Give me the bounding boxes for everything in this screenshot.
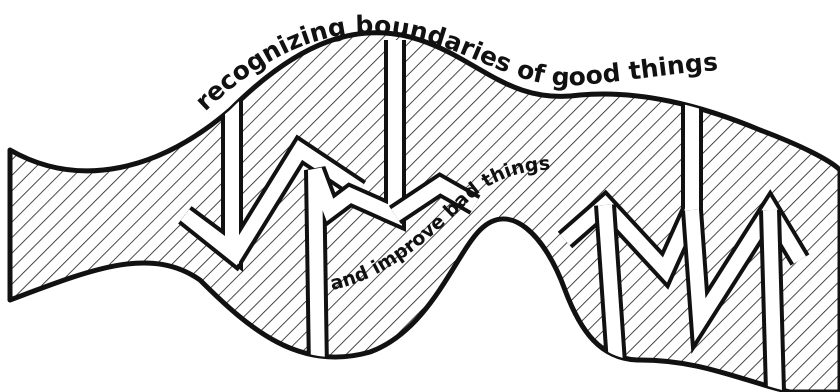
hatched-band	[10, 33, 840, 392]
